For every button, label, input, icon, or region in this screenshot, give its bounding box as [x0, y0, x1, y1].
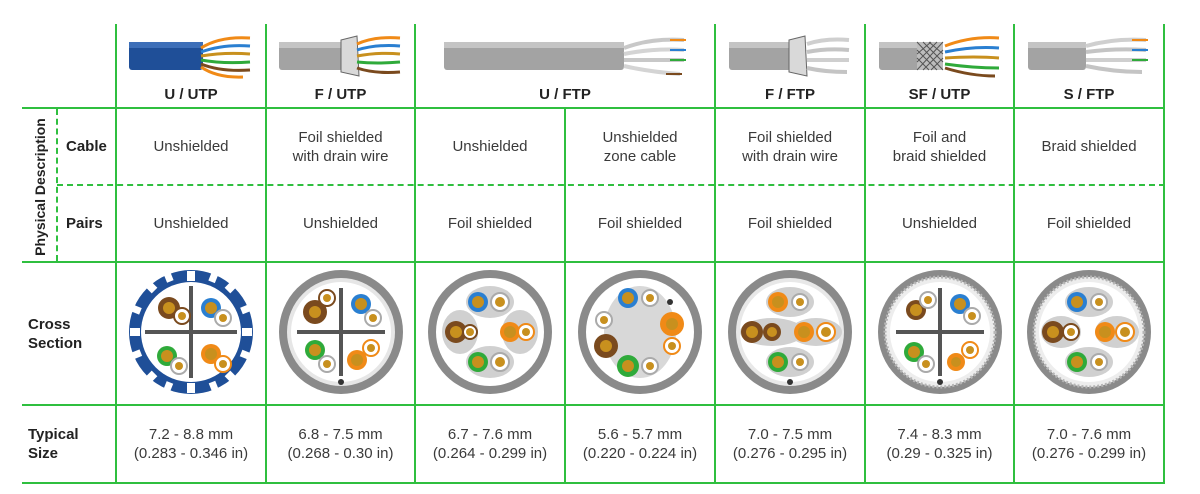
- typical-size-cell: 7.4 - 8.3 mm (0.29 - 0.325 in): [886, 426, 993, 462]
- grid-line: [1163, 24, 1165, 484]
- grid-line: [1013, 24, 1015, 484]
- grid-line: [265, 24, 267, 484]
- typical-size-row-label: Typical Size: [28, 426, 79, 462]
- typical-size-cell: 7.2 - 8.8 mm (0.283 - 0.346 in): [133, 426, 249, 462]
- cable-row-label: Cable: [66, 138, 107, 155]
- grid-line: [564, 108, 566, 484]
- grid-line: [22, 261, 1165, 263]
- fftp-cable-illustration: [729, 35, 850, 77]
- futp-cable-illustration: [279, 35, 401, 77]
- cable-cell: Unshielded: [452, 138, 528, 155]
- column-header-fftp: F / FTP: [765, 86, 815, 103]
- pairs-row-label: Pairs: [66, 215, 103, 232]
- pairs-cell: Foil shielded: [747, 215, 833, 232]
- typical-size-cell: 6.8 - 7.5 mm (0.268 - 0.30 in): [287, 426, 394, 462]
- uftp-cross-section: [428, 270, 552, 394]
- grid-dashed-line: [57, 184, 1165, 186]
- uftp-zone-cross-section: [578, 270, 702, 394]
- futp-cross-section: [279, 270, 403, 394]
- grid-line: [115, 24, 117, 484]
- grid-line: [22, 107, 1165, 109]
- column-header-utp: U / UTP: [164, 86, 218, 103]
- pairs-cell: Unshielded: [302, 215, 379, 232]
- pairs-cell: Foil shielded: [447, 215, 533, 232]
- fftp-cross-section: [728, 270, 852, 394]
- column-header-sfutp: SF / UTP: [908, 86, 971, 103]
- cable-cell: Braid shielded: [1041, 138, 1137, 155]
- utp-cross-section: [129, 270, 253, 394]
- cable-cell: Unshielded zone cable: [602, 128, 678, 165]
- pairs-cell: Unshielded: [901, 215, 978, 232]
- column-header-sftp: S / FTP: [1063, 86, 1115, 103]
- pairs-cell: Foil shielded: [1046, 215, 1132, 232]
- grid-line: [714, 24, 716, 484]
- sfutp-cable-illustration: [879, 36, 1000, 78]
- typical-size-cell: 7.0 - 7.6 mm (0.276 - 0.299 in): [1031, 426, 1147, 462]
- grid-line: [22, 404, 1165, 406]
- typical-size-cell: 7.0 - 7.5 mm (0.276 - 0.295 in): [732, 426, 848, 462]
- grid-line: [22, 482, 1165, 484]
- grid-dashed-line: [56, 109, 58, 261]
- uftp-cable-illustration: [444, 37, 686, 76]
- pairs-cell: Foil shielded: [597, 215, 683, 232]
- typical-size-cell: 6.7 - 7.6 mm (0.264 - 0.299 in): [432, 426, 548, 462]
- cross-section-row-label: Cross Section: [28, 315, 83, 352]
- cable-cell: Foil shielded with drain wire: [742, 128, 838, 165]
- grid-line: [864, 24, 866, 484]
- cable-cell: Unshielded: [153, 138, 229, 155]
- utp-cable-illustration: [129, 36, 251, 79]
- sftp-cable-illustration: [1028, 37, 1148, 74]
- cable-cell: Foil shielded with drain wire: [292, 128, 389, 165]
- physical-description-label: Physical Description: [32, 118, 48, 256]
- pairs-cell: Unshielded: [153, 215, 229, 232]
- grid-line: [414, 24, 416, 484]
- cable-cell: Foil and braid shielded: [892, 128, 987, 165]
- column-header-futp: F / UTP: [314, 86, 367, 103]
- typical-size-cell: 5.6 - 5.7 mm (0.220 - 0.224 in): [582, 426, 698, 462]
- sfutp-cross-section: [878, 270, 1002, 394]
- sftp-cross-section: [1027, 270, 1151, 394]
- column-header-uftp: U / FTP: [539, 86, 591, 103]
